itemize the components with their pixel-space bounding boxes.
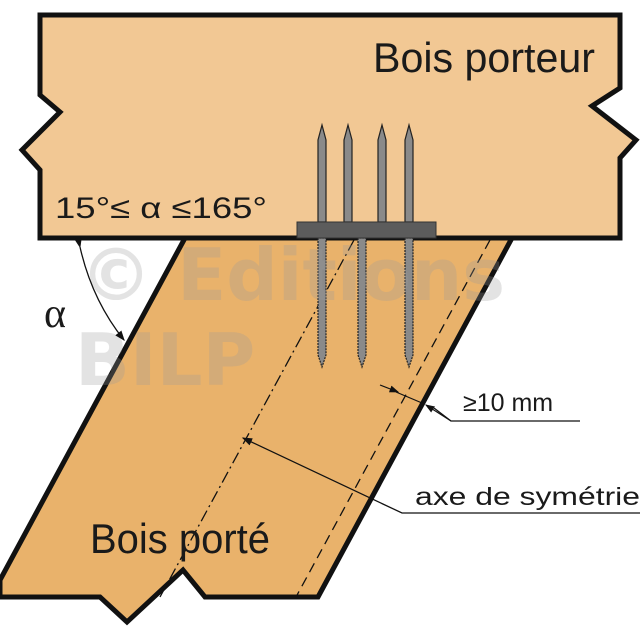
screw-lower-3 <box>404 237 414 369</box>
screw-upper-3 <box>377 122 387 223</box>
dim-line <box>395 391 423 404</box>
steel-plate <box>296 221 437 239</box>
supported-beam <box>0 235 517 626</box>
screw-upper-1 <box>317 122 327 223</box>
watermark-line1: © Editions <box>80 233 505 317</box>
angle-symbol-label: α <box>44 291 66 337</box>
screw-lower-1 <box>317 237 327 369</box>
edge-distance-label: ≥10 mm <box>463 389 553 417</box>
screw-upper-2 <box>343 122 353 223</box>
angle-range-label: 15°≤ α ≤165° <box>55 192 267 225</box>
angle-arc <box>74 237 125 342</box>
axis-leader <box>241 437 640 514</box>
supporting-beam <box>18 12 640 241</box>
symmetry-axis-label: axe de symétrie <box>415 483 640 511</box>
screw-lower-2 <box>357 237 367 369</box>
supporting-beam-label: Bois porteur <box>373 34 595 81</box>
screw-upper-4 <box>404 122 414 223</box>
dim-arrow-left <box>379 384 400 393</box>
watermark-line2: BILP <box>75 318 255 402</box>
edge-distance-line <box>295 239 491 598</box>
dim-arrow-right <box>424 404 452 422</box>
supported-beam-label: Bois porté <box>90 515 270 562</box>
